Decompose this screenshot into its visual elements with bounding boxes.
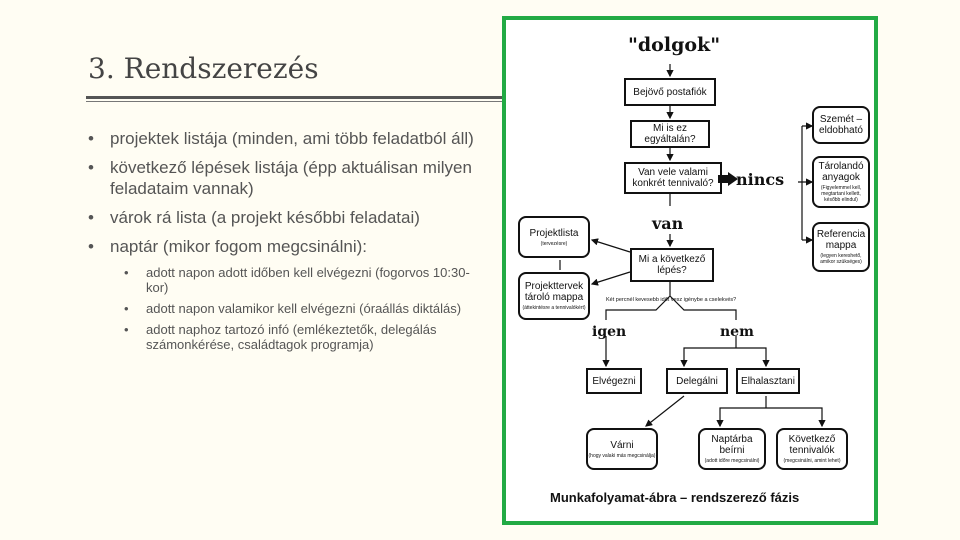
diagram-top-label: "dolgok" (628, 34, 721, 56)
next-actions-note: (megcsinálni, amint lehet) (783, 458, 841, 464)
box-do-it: Elvégezni (586, 368, 642, 394)
box-trash: Szemét – eldobható (812, 106, 870, 144)
defer-label: Elhalasztani (741, 375, 795, 387)
box-what-is: Mi is ez egyáltalán? (630, 120, 710, 148)
box-reference: Referencia mappa (legyen kereshető, amik… (812, 222, 870, 272)
bullet-dot-icon: • (124, 265, 129, 280)
bullet-item: • következő lépések listája (épp aktuális… (88, 157, 488, 199)
reference-note: (legyen kereshető, amikor szükséges) (820, 253, 862, 265)
box-next-actions: Következő tennivalók (megcsinálni, amint… (776, 428, 848, 470)
arrow-delegate-waiting (645, 395, 685, 427)
sub-bullet-text: adott naphoz tartozó infó (emlékeztetők,… (146, 322, 437, 352)
bullet-dot-icon: • (88, 158, 94, 177)
branch-twominutes (605, 282, 737, 320)
box-next-step: Mi a következő lépés? (630, 248, 714, 282)
title-rule-thin (86, 101, 504, 102)
box-project-plans: Projekttervek tároló mappa (áttekintésre… (518, 272, 590, 320)
two-minute-note: Két percnél kevesebb időt vesz igénybe a… (606, 297, 737, 303)
next-step-label: Mi a következő lépés? (638, 254, 706, 276)
storage-label: Tárolandó anyagok (818, 161, 864, 183)
sub-bullet-item: • adott napon adott időben kell elvégezni… (88, 265, 488, 295)
nincs-label: nincs (736, 170, 785, 189)
bullet-text: naptár (mikor fogom megcsinálni): (110, 237, 367, 256)
workflow-diagram-frame: "dolgok" Bejövő postafiók Mi is ez egyál… (502, 16, 878, 525)
box-calendar: Naptárba beírni (adott időre megcsinálni… (698, 428, 766, 470)
projects-note: (tervezésre) (540, 240, 568, 247)
nem-label: nem (720, 324, 754, 340)
title-rule (86, 96, 504, 99)
sub-bullet-item: • adott napon valamikor kell elvégezni (ó… (88, 301, 488, 316)
trash-label: Szemét – eldobható (819, 114, 863, 136)
sub-bullet-item: • adott naphoz tartozó infó (emlékeztetők… (88, 322, 488, 352)
bullet-item: • várok rá lista (a projekt későbbi felad… (88, 207, 488, 228)
calendar-note: (adott időre megcsinálni) (704, 458, 760, 464)
workflow-connectors (559, 64, 826, 428)
box-inbox: Bejövő postafiók (624, 78, 716, 106)
arrow-nextstep-plans (590, 271, 631, 286)
do-it-label: Elvégezni (592, 375, 636, 387)
slide-title: 3. Rendszerezés (88, 52, 319, 85)
reference-label: Referencia mappa (816, 229, 866, 251)
waiting-note: (hogy valaki más megcsinálja) (588, 452, 656, 459)
bullet-item: • projektek listája (minden, ami több fel… (88, 128, 488, 149)
arrow-right-icon (718, 172, 738, 186)
van-label: van (652, 214, 684, 233)
diagram-caption: Munkafolyamat-ábra – rendszerező fázis (550, 490, 800, 505)
bracket-nincs (798, 125, 812, 241)
box-actionable: Van vele valami konkrét tennivaló? (624, 162, 722, 194)
bullet-text: következő lépések listája (épp aktuálisa… (110, 158, 472, 198)
bullet-text: várok rá lista (a projekt későbbi felada… (110, 208, 420, 227)
waiting-label: Várni (610, 439, 634, 451)
project-plans-label: Projekttervek tároló mappa (524, 281, 584, 303)
box-waiting: Várni (hogy valaki más megcsinálja) (586, 428, 658, 470)
bullet-list: • projektek listája (minden, ami több fel… (88, 128, 488, 358)
bullet-dot-icon: • (124, 301, 129, 316)
bullet-dot-icon: • (88, 208, 94, 227)
box-projects: Projektlista (tervezésre) (518, 216, 590, 258)
box-storage: Tárolandó anyagok (Figyelemmel kell, meg… (812, 156, 870, 208)
box-defer: Elhalasztani (736, 368, 800, 394)
storage-note: (Figyelemmel kell, megtartani kellett, k… (820, 185, 862, 203)
calendar-label: Naptárba beírni (711, 434, 753, 456)
sub-bullet-text: adott napon adott időben kell elvégezni … (146, 265, 470, 295)
branch-nem (683, 336, 767, 354)
branch-defer (719, 396, 823, 416)
next-actions-label: Következő tennivalók (788, 434, 836, 456)
bullet-dot-icon: • (88, 237, 94, 256)
igen-label: igen (592, 324, 627, 340)
actionable-label: Van vele valami konkrét tennivaló? (632, 167, 714, 189)
sub-bullet-text: adott napon valamikor kell elvégezni (ór… (146, 301, 462, 316)
project-plans-note: (áttekintésre a tennivalókért) (522, 305, 586, 311)
bullet-dot-icon: • (124, 322, 129, 337)
what-is-label: Mi is ez egyáltalán? (644, 123, 696, 145)
projects-label: Projektlista (529, 227, 579, 239)
inbox-label: Bejövő postafiók (633, 86, 707, 98)
arrow-nextstep-projects (590, 238, 631, 253)
delegate-label: Delegálni (676, 375, 718, 387)
bullet-text: projektek listája (minden, ami több fela… (110, 129, 474, 148)
box-delegate: Delegálni (666, 368, 728, 394)
bullet-dot-icon: • (88, 129, 94, 148)
bullet-item: • naptár (mikor fogom megcsinálni): (88, 236, 488, 257)
